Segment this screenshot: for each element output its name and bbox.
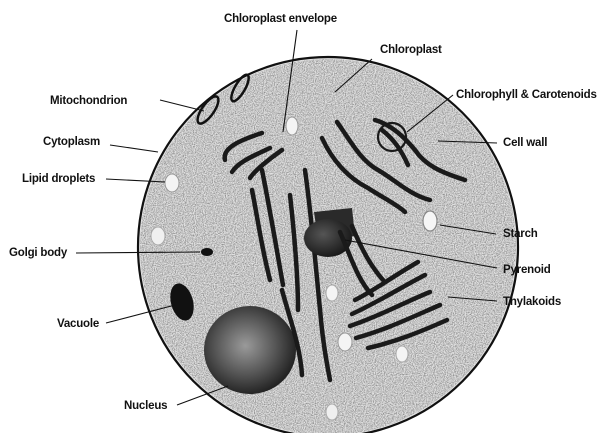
lipid-droplet xyxy=(338,333,352,351)
label-starch: Starch xyxy=(503,228,538,240)
label-thylakoids: Thylakoids xyxy=(503,296,561,308)
lipid-droplet xyxy=(286,117,298,135)
label-cytoplasm: Cytoplasm xyxy=(43,136,100,148)
label-cell-wall: Cell wall xyxy=(503,137,547,149)
label-golgi-body: Golgi body xyxy=(9,247,68,259)
golgi-body-shape xyxy=(201,248,213,256)
lipid-droplet xyxy=(326,285,338,301)
lipid-droplet xyxy=(151,227,165,245)
label-chloroplast-envelope: Chloroplast envelope xyxy=(224,13,337,25)
label-vacuole: Vacuole xyxy=(57,318,99,330)
lipid-droplet xyxy=(396,346,408,362)
lipid-droplet xyxy=(326,404,338,420)
label-lipid-droplets: Lipid droplets xyxy=(22,173,95,185)
label-nucleus: Nucleus xyxy=(124,400,167,412)
label-chlorophyll-carotenoids: Chlorophyll & Carotenoids xyxy=(456,89,597,101)
label-mitochondrion: Mitochondrion xyxy=(50,95,127,107)
nucleus-shape xyxy=(204,306,296,394)
label-pyrenoid: Pyrenoid xyxy=(503,264,551,276)
label-chloroplast: Chloroplast xyxy=(380,44,442,56)
lipid-droplet xyxy=(165,174,179,192)
starch-granule xyxy=(423,211,437,231)
